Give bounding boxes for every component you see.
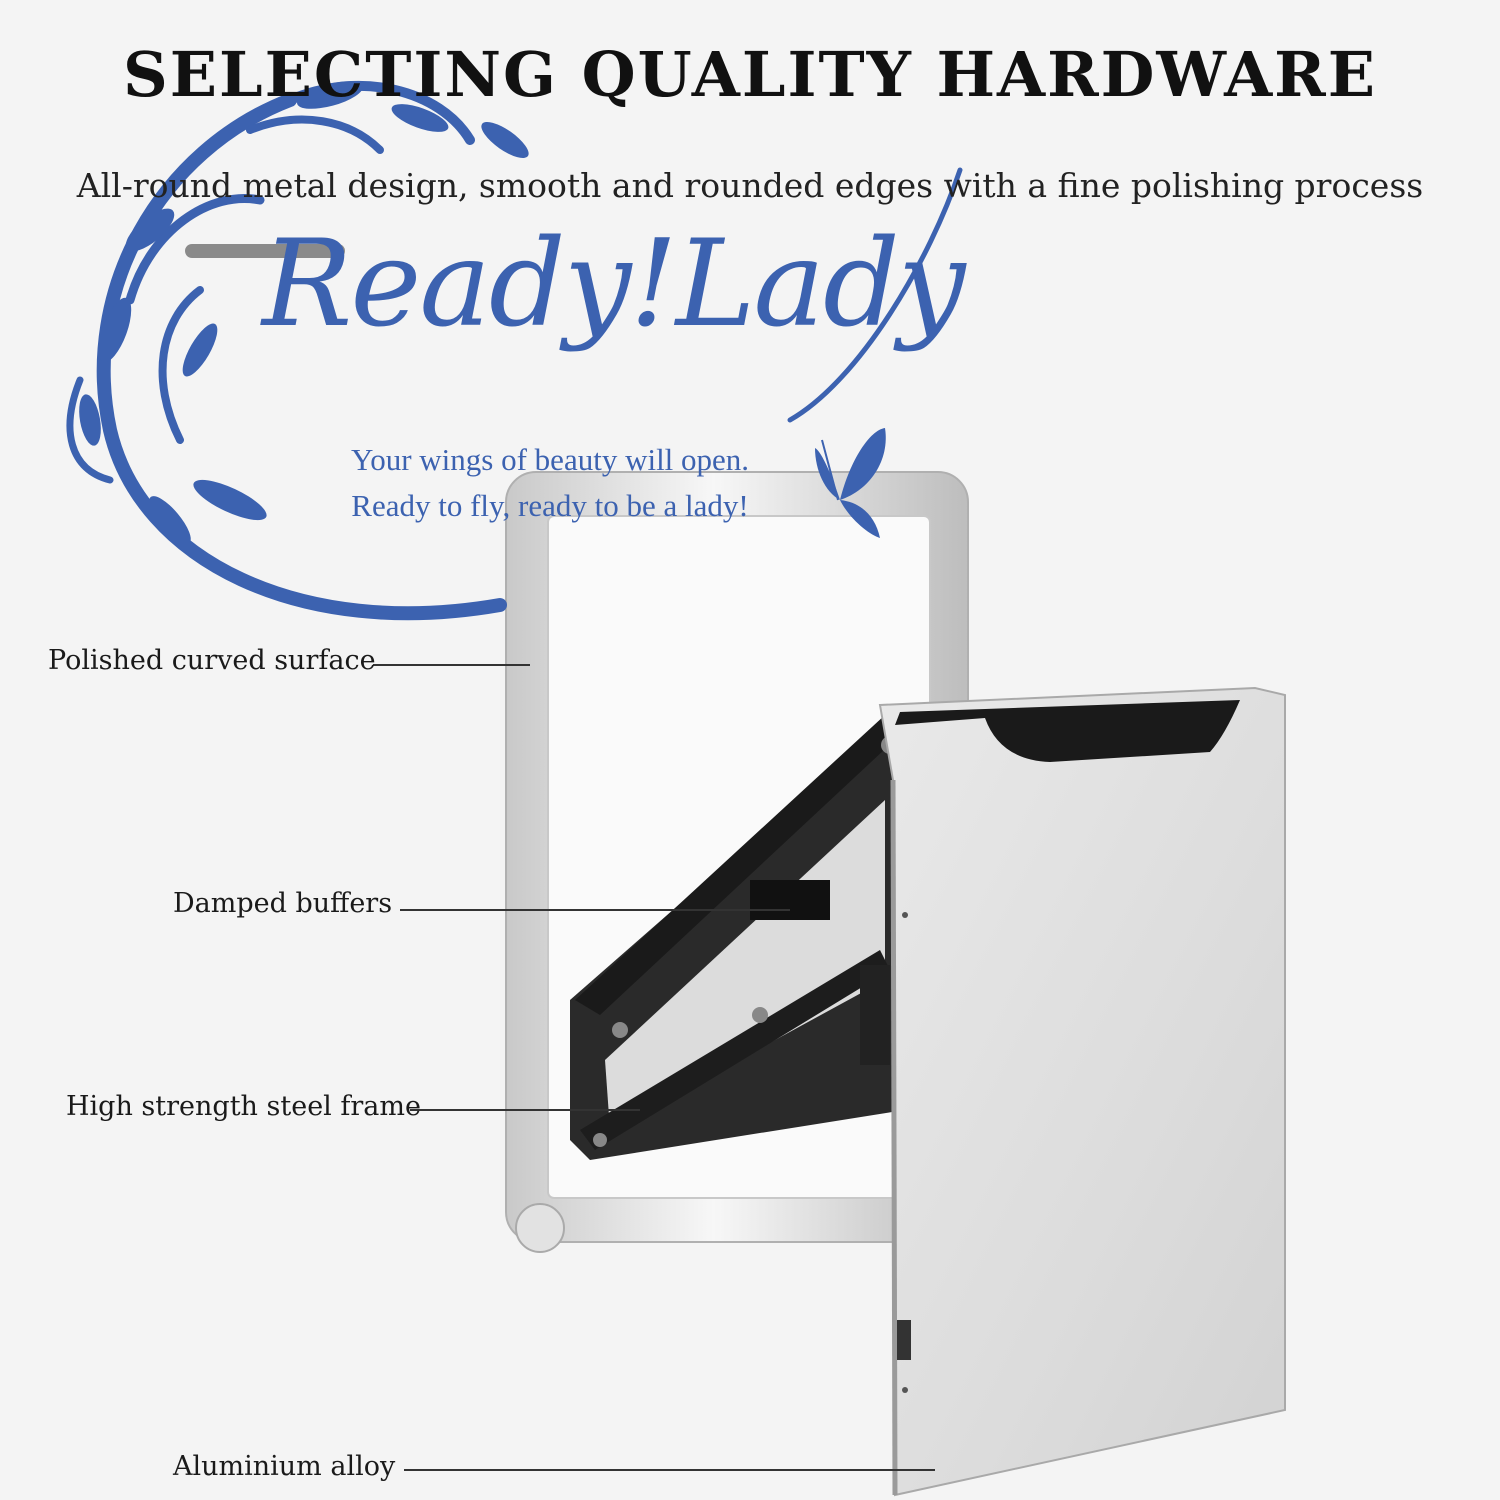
butterfly-icon xyxy=(815,428,886,538)
callout-steel-frame: High strength steel frame xyxy=(66,1091,421,1122)
leaf-icons xyxy=(79,81,529,544)
brand-logo-text: Ready!Lady xyxy=(262,215,966,354)
page-title: SELECTING QUALITY HARDWARE xyxy=(123,38,1377,111)
callout-aluminium-alloy: Aluminium alloy xyxy=(173,1451,396,1482)
page-subtitle: All-round metal design, smooth and round… xyxy=(76,166,1424,205)
door-panel xyxy=(878,686,1286,1497)
callout-damped-buffers: Damped buffers xyxy=(173,888,393,919)
hinge-mechanism xyxy=(570,715,905,1160)
brand-underline xyxy=(185,244,345,258)
tagline-line-2: Ready to fly, ready to be a lady! xyxy=(351,488,749,523)
callout-polished-curved-surface: Polished curved surface xyxy=(48,645,376,676)
callout-lines xyxy=(373,664,935,1471)
tagline-line-1: Your wings of beauty will open. xyxy=(350,442,750,477)
